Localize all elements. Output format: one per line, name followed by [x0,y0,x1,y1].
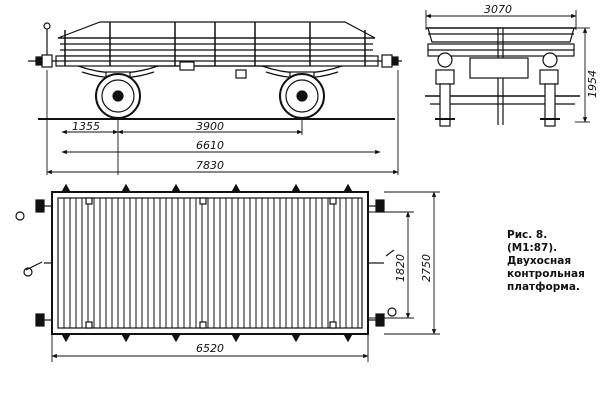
caption-line-4: контрольная [507,268,585,280]
side-dimension-lines [46,70,399,175]
plan-view [15,183,397,343]
figure-caption: Рис. 8. (М1:87). Двухосная контрольная п… [507,229,597,294]
end-view [425,27,580,127]
dim-end-width: 3070 [484,3,512,16]
caption-scale: (М1:87). [507,242,558,254]
caption-figure-number: Рис. 8. [507,229,548,241]
side-wheel-right [279,73,325,119]
plan-dimension-lines [51,191,440,362]
dim-1820: 1820 [394,254,407,282]
side-view [28,21,402,120]
dim-7830: 7830 [196,159,224,172]
dim-6610: 6610 [196,139,224,152]
side-stanchions [64,22,366,66]
side-wheel-left [95,73,141,119]
dim-3900: 3900 [196,120,224,133]
dim-end-height: 1954 [586,70,599,98]
stanchion-pockets [60,183,354,343]
caption-line-5: платформа. [507,281,580,293]
plan-deck-outline [51,191,369,335]
dim-6520: 6520 [196,342,224,355]
end-dimension-lines [425,10,590,123]
dim-1355: 1355 [72,120,100,133]
dim-2750: 2750 [420,254,433,282]
tie-down-rings [85,197,337,329]
side-boards [55,21,379,67]
side-buffers [28,22,402,68]
caption-line-3: Двухосная [507,255,572,267]
deck-planks [63,198,359,328]
